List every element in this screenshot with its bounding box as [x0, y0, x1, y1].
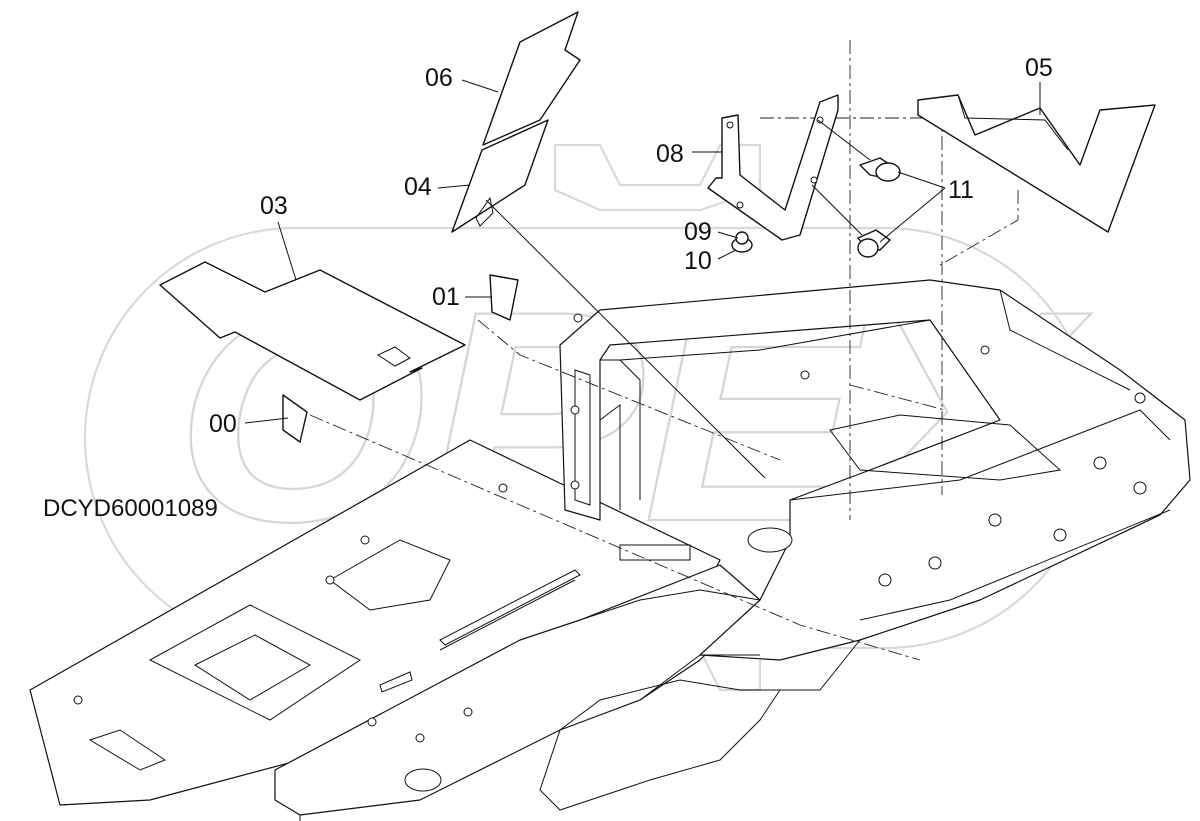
callout-01: 01	[432, 283, 460, 311]
callout-09: 09	[684, 218, 712, 246]
callout-08: 08	[656, 140, 684, 168]
callout-05: 05	[1025, 54, 1053, 82]
part-06-plate	[482, 11, 581, 146]
callout-labels: 06 04 03 01 00 08 09 10 05 11	[209, 54, 1053, 438]
callout-00: 00	[209, 410, 237, 438]
leader-lines	[244, 79, 1041, 424]
diagram-code: DCYD60001089	[43, 495, 218, 522]
part-05-cover	[917, 94, 1156, 233]
part-09-10-fasteners	[731, 231, 753, 253]
callout-04: 04	[404, 173, 432, 201]
callout-06: 06	[425, 64, 453, 92]
part-04-plate	[451, 119, 766, 479]
part-08-bracket	[707, 94, 839, 241]
part-01-plate	[489, 274, 519, 321]
callout-03: 03	[260, 192, 288, 220]
callout-11: 11	[948, 176, 974, 204]
main-frame	[29, 279, 1191, 821]
part-11-clips	[811, 119, 901, 258]
part-03-mat	[159, 261, 466, 401]
callout-10: 10	[684, 247, 712, 275]
